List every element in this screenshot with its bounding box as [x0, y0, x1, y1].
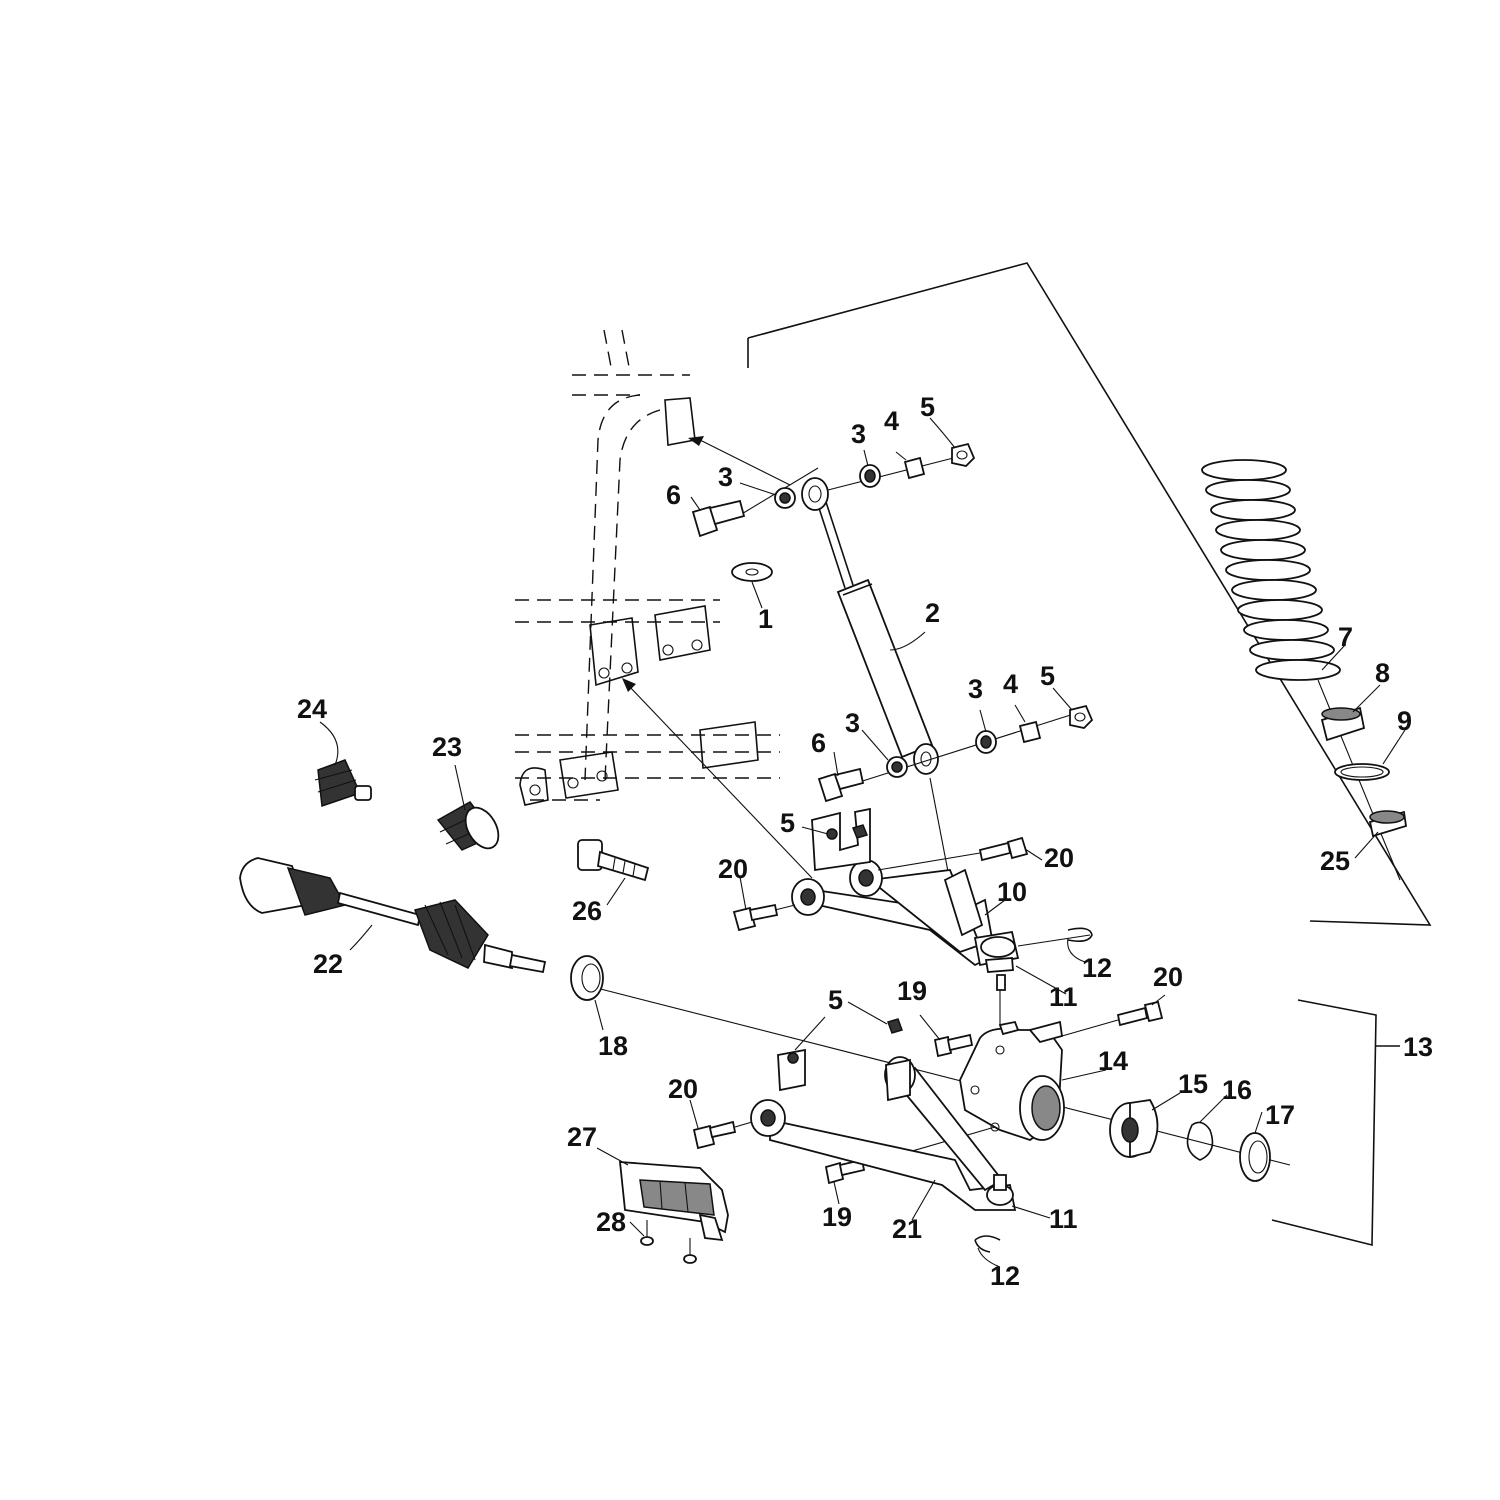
callout-20: 20 [1044, 843, 1074, 873]
callout-25: 25 [1320, 846, 1350, 876]
callout-20: 20 [718, 854, 748, 884]
callout-22: 22 [313, 949, 343, 979]
callout-10: 10 [997, 877, 1027, 907]
callout-5: 5 [1040, 661, 1055, 691]
hub-group-bracket [1271, 999, 1400, 1247]
callout-4: 4 [1003, 669, 1018, 699]
callout-21: 21 [892, 1214, 922, 1244]
callout-9: 9 [1397, 706, 1412, 736]
callout-2: 2 [925, 598, 940, 628]
upper-arm-mount-plate [811, 807, 871, 872]
callout-12: 12 [1082, 953, 1112, 983]
callout-23: 23 [432, 732, 462, 762]
callout-7: 7 [1338, 622, 1353, 652]
upper-arm-bolts [732, 836, 1029, 932]
lower-a-arm [750, 1056, 1017, 1211]
callout-11: 11 [1049, 982, 1078, 1012]
cv-boot-large [436, 801, 500, 851]
callout-18: 18 [598, 1031, 628, 1061]
callout-3: 3 [718, 462, 733, 492]
callout-6: 6 [811, 728, 826, 758]
spring-retainer [1320, 706, 1366, 742]
lower-shock-hardware [817, 704, 1094, 803]
callout-26: 26 [572, 896, 602, 926]
callout-3: 3 [851, 419, 866, 449]
wheel-bearing [1109, 1099, 1159, 1159]
callout-12: 12 [990, 1261, 1020, 1291]
upper-ball-joint [996, 974, 1006, 1025]
callout-5: 5 [920, 392, 935, 422]
upper-a-arm [791, 859, 1020, 973]
lower-arm-bolt [692, 1120, 753, 1150]
spring-seat [1368, 810, 1408, 838]
callout-6: 6 [666, 480, 681, 510]
callout-1: 1 [758, 604, 773, 634]
cv-boot-small [314, 759, 372, 808]
axle-seal [570, 955, 604, 1001]
callout-8: 8 [1375, 658, 1390, 688]
upper-clip [1017, 927, 1093, 947]
upper-shock-hardware [688, 436, 976, 582]
callout-4: 4 [884, 406, 899, 436]
snap-ring [1186, 1121, 1214, 1161]
callout-24: 24 [297, 694, 327, 724]
steering-knuckle [959, 1020, 1065, 1141]
drive-axle [239, 857, 547, 974]
callout-20: 20 [1153, 962, 1183, 992]
callout-28: 28 [596, 1207, 626, 1237]
shock-absorber [801, 477, 939, 775]
lower-arm-mount-plate [777, 1018, 911, 1102]
callout-19: 19 [897, 976, 927, 1006]
skid-plate-screws [640, 1220, 697, 1264]
callout-5: 5 [780, 808, 795, 838]
hub-seal [1239, 1132, 1271, 1182]
spring-ring [1334, 763, 1390, 781]
callout-14: 14 [1098, 1046, 1128, 1076]
coil-spring [1201, 459, 1401, 881]
callout-17: 17 [1265, 1100, 1295, 1130]
callout-3: 3 [845, 708, 860, 738]
callout-20: 20 [668, 1074, 698, 1104]
lower-clip [974, 1235, 1001, 1253]
callout-16: 16 [1222, 1075, 1252, 1105]
callout-27: 27 [567, 1122, 597, 1152]
callout-19: 19 [822, 1202, 852, 1232]
vehicle-frame-outline [515, 329, 780, 806]
callout-13: 13 [1403, 1032, 1433, 1062]
skid-plate [618, 1161, 729, 1242]
shock-group-panel [747, 262, 1432, 926]
callout-11: 11 [1049, 1204, 1078, 1234]
hub-bolt [577, 839, 650, 882]
callout-leaders [319, 417, 1406, 1268]
callout-5: 5 [828, 985, 843, 1015]
callout-3: 3 [968, 674, 983, 704]
callout-labels: 1 2 3 3 3 3 4 4 5 5 5 5 6 6 7 8 9 10 11 … [297, 392, 1433, 1291]
callout-15: 15 [1178, 1069, 1208, 1099]
